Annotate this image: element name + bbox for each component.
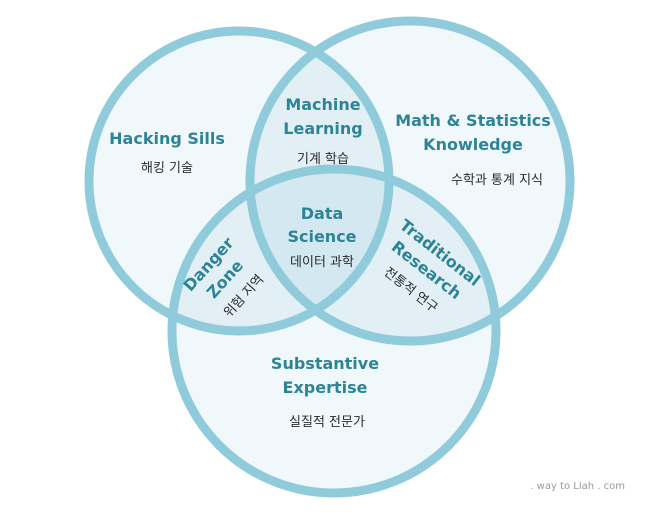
data-science-korean: 데이터 과학 <box>290 255 354 270</box>
math-title-line1: Math & Statistics <box>395 111 551 130</box>
math-title-line2: Knowledge <box>423 135 523 154</box>
substantive-title-line1: Substantive <box>271 354 379 373</box>
ring-math <box>245 16 575 346</box>
watermark-text: . way to Llah . com <box>530 481 625 492</box>
hacking-title: Hacking Sills <box>109 129 225 148</box>
substantive-korean: 실질적 전문가 <box>289 415 365 430</box>
data-science-line2: Science <box>287 227 356 246</box>
math-korean: 수학과 통계 지식 <box>451 173 543 188</box>
hacking-korean: 해킹 기술 <box>141 161 193 176</box>
machine-learning-line1: Machine <box>285 95 360 114</box>
machine-learning-korean: 기계 학습 <box>297 152 349 167</box>
machine-learning-line2: Learning <box>283 119 362 138</box>
substantive-title-line2: Expertise <box>283 378 368 397</box>
overlap-hacking-substantive <box>172 169 389 331</box>
ring-substantive <box>167 164 501 498</box>
data-science-line1: Data <box>301 204 344 223</box>
